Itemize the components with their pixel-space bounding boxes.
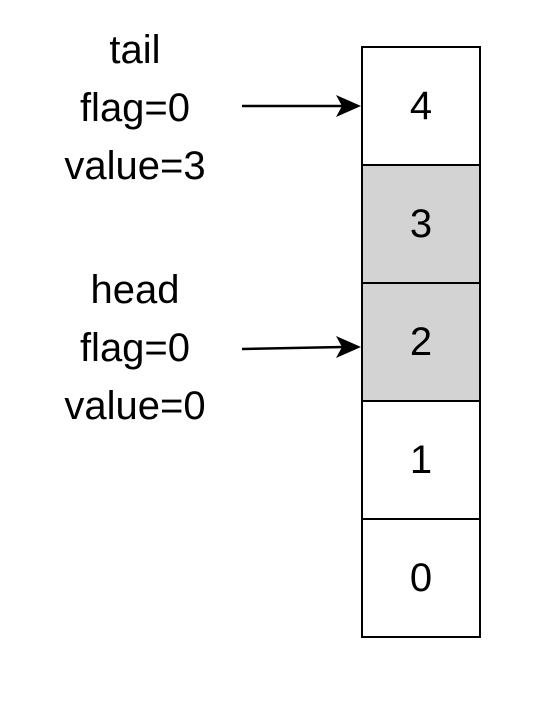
tail-name: tail — [109, 28, 161, 72]
cell-label: 2 — [409, 319, 433, 364]
queue-cell-2: 2 — [361, 282, 481, 402]
cell-label: 3 — [409, 201, 433, 246]
head-pointer-label: head flag=0 value=0 — [35, 261, 235, 435]
tail-arrow — [242, 95, 361, 117]
cell-label: 1 — [409, 437, 433, 482]
cell-label: 4 — [409, 83, 433, 128]
tail-pointer-label: tail flag=0 value=3 — [35, 21, 235, 195]
tail-flag: flag=0 — [79, 86, 191, 130]
head-flag: flag=0 — [79, 326, 191, 370]
head-arrow — [241, 336, 361, 358]
tail-value: value=3 — [64, 144, 206, 188]
cell-label: 0 — [409, 555, 433, 600]
queue-cell-3: 3 — [361, 164, 481, 284]
head-value: value=0 — [64, 384, 206, 428]
queue-cell-0: 0 — [361, 518, 481, 638]
head-name: head — [90, 268, 180, 312]
queue-stack: 4 3 2 1 0 — [361, 46, 481, 638]
queue-cell-1: 1 — [361, 400, 481, 520]
queue-cell-4: 4 — [361, 46, 481, 166]
